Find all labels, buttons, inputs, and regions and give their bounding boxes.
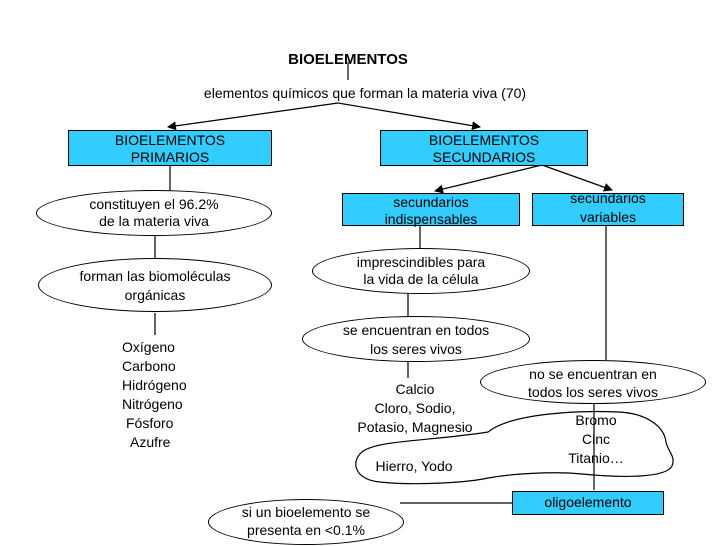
oval-imprescindibles-line1: imprescindibles para (356, 254, 486, 270)
list-item: Cinc (581, 431, 610, 447)
box-secundarios-indispensables: secundarios indispensables (342, 193, 520, 227)
box-primarios-line1: BIOELEMENTOS (114, 132, 226, 148)
variables-element-list: Bromo Cinc Titanio… (548, 411, 644, 468)
list-item: Oxígeno (122, 339, 175, 355)
box-bioelementos-secundarios: BIOELEMENTOS SECUNDARIOS (380, 130, 588, 166)
blob-outline (355, 410, 674, 485)
box-variables-line2: variables (579, 209, 637, 225)
box-indisp-line1: secundarios (393, 194, 469, 210)
list-item: Azufre (130, 434, 171, 450)
list-item: Potasio, Magnesio (357, 419, 473, 435)
oval-todos-seres-vivos: se encuentran en todos los seres vivos (302, 316, 530, 362)
box-secundarios-line1: BIOELEMENTOS (428, 132, 540, 148)
list-item: Hidrógeno (122, 377, 187, 393)
box-secundarios-variables: secundarios variables (532, 190, 684, 226)
arrow-to-variables (541, 164, 613, 192)
box-secundarios-line2: SECUNDARIOS (432, 149, 536, 165)
box-oligo-label: oligoelemento (544, 494, 632, 510)
primarios-element-list: Oxígeno Carbono Hidrógeno Nitrógeno Fósf… (122, 338, 187, 452)
box-oligoelemento: oligoelemento (512, 491, 664, 515)
oval-constituyen-line1: constituyen el 96.2% (89, 196, 219, 212)
list-item: Nitrógeno (122, 396, 183, 412)
oval-biomoleculas-line2: orgánicas (124, 287, 186, 303)
oval-constituyen-line2: de la materia viva (99, 213, 209, 229)
oval-no-todos-line2: todos los seres vivos (528, 384, 658, 400)
oval-no-todos-line1: no se encuentran en (529, 366, 657, 382)
page-title: BIOELEMENTOS (288, 51, 408, 68)
oval-oligo-line1: si un bioelemento se (241, 504, 371, 520)
indispensables-element-list: Calcio Cloro, Sodio, Potasio, Magnesio (340, 380, 490, 437)
box-variables-line1: secundarios (570, 190, 646, 206)
oval-biomoleculas-line1: forman las biomoléculas (79, 268, 231, 284)
arrow-to-secundarios (337, 102, 481, 131)
oval-biomoleculas: forman las biomoléculas orgánicas (38, 258, 272, 312)
oval-constituyen: constituyen el 96.2% de la materia viva (36, 190, 272, 236)
list-item: Fósforo (126, 415, 174, 431)
list-item: Carbono (122, 358, 176, 374)
oval-imprescindibles: imprescindibles para la vida de la célul… (312, 248, 530, 294)
box-indisp-line2: indispensables (384, 211, 478, 227)
list-item: Cloro, Sodio, (374, 400, 456, 416)
arrow-to-indispensables (434, 164, 543, 194)
oval-imprescindibles-line2: la vida de la célula (363, 271, 479, 287)
oval-todos-line2: los seres vivos (370, 341, 462, 357)
box-bioelementos-primarios: BIOELEMENTOS PRIMARIOS (68, 130, 272, 166)
oval-todos-line1: se encuentran en todos (342, 322, 490, 338)
oval-oligo-line2: presenta en <0.1% (247, 522, 365, 538)
box-primarios-line2: PRIMARIOS (130, 149, 210, 165)
arrow-to-primarios (167, 102, 339, 131)
oval-menos-0-1: si un bioelemento se presenta en <0.1% (208, 499, 404, 545)
list-item: Calcio (395, 381, 435, 397)
oval-no-todos-seres-vivos: no se encuentran en todos los seres vivo… (480, 360, 706, 404)
hierro-yodo-text: Hierro, Yodo (375, 458, 453, 474)
list-item: Titanio… (568, 450, 624, 466)
subtitle: elementos químicos que forman la materia… (203, 85, 527, 101)
list-item: Bromo (575, 412, 617, 428)
